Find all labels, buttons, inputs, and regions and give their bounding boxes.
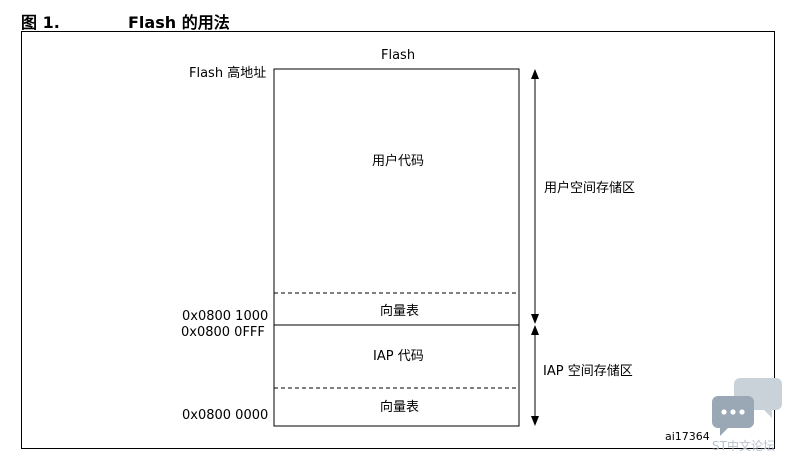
address-user-start: 0x0800 1000 [182,309,269,324]
iap-region-label: IAP 空间存储区 [543,364,633,379]
user-vector-table-label: 向量表 [380,304,420,319]
flash-memory-block [273,68,520,427]
iap-region-arrow [531,325,539,426]
figure-id: ai17364 [665,430,710,443]
user-code-label: 用户代码 [372,154,425,169]
figure-title: Flash 的用法 [128,13,230,32]
address-iap-start: 0x0800 0000 [182,408,269,423]
user-region-arrow [531,69,539,324]
chat-bubbles-icon [712,378,782,436]
high-address-label: Flash 高地址 [189,66,267,81]
flash-column-label: Flash [381,48,416,63]
iap-code-label: IAP 代码 [373,349,424,364]
figure-number: 图 1. [21,13,60,32]
figure-frame [21,31,775,449]
user-region-label: 用户空间存储区 [544,181,636,196]
watermark-text: ST中文论坛 [712,439,775,453]
address-iap-end: 0x0800 0FFF [181,325,265,340]
iap-vector-table-label: 向量表 [380,400,420,415]
